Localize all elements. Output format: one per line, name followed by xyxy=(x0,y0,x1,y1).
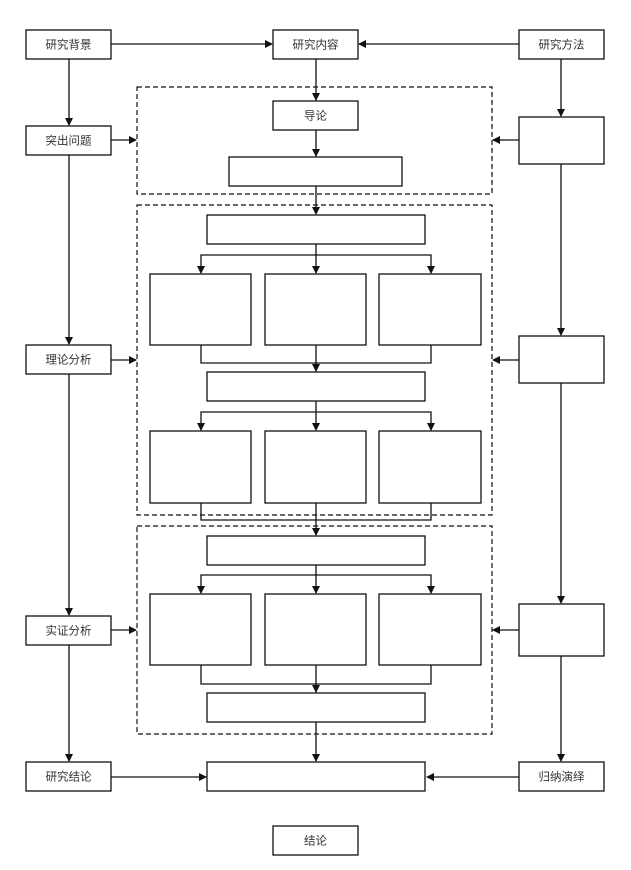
method-box-3 xyxy=(518,603,605,657)
node-label: 研究背景 xyxy=(46,38,92,52)
node-label: 研究方法 xyxy=(539,38,585,52)
theory-sub-box-3 xyxy=(378,273,482,346)
theory-sub-box-5 xyxy=(264,430,367,504)
node-label: 理论分析 xyxy=(46,353,92,367)
node-introduction: 导论 xyxy=(272,100,359,131)
intro-detail-box xyxy=(228,156,403,187)
connector xyxy=(197,254,316,274)
connector xyxy=(316,254,435,274)
node-label: 研究结论 xyxy=(46,770,92,784)
node-conclusion: 结论 xyxy=(272,825,359,856)
theory-sub-box-4 xyxy=(149,430,252,504)
node-label: 结论 xyxy=(304,834,327,848)
theory-sub-box-1 xyxy=(149,273,252,346)
node-induction-deduction: 归纳演绎 xyxy=(518,761,605,792)
theory-sub-box-6 xyxy=(378,430,482,504)
method-box-2 xyxy=(518,335,605,384)
empirical-footer-box xyxy=(206,692,426,723)
connector xyxy=(197,411,316,431)
empirical-sub-box-2 xyxy=(264,593,367,666)
node-research-content: 研究内容 xyxy=(272,29,359,60)
empirical-sub-box-3 xyxy=(378,593,482,666)
node-highlight-problem: 突出问题 xyxy=(25,125,112,156)
node-label: 归纳演绎 xyxy=(539,770,585,784)
theory-header-box xyxy=(206,214,426,245)
node-research-method: 研究方法 xyxy=(518,29,605,60)
connector xyxy=(316,411,435,431)
node-label: 导论 xyxy=(304,109,327,123)
connector xyxy=(316,574,435,594)
method-box-1 xyxy=(518,116,605,165)
node-label: 研究内容 xyxy=(293,38,339,52)
node-label: 突出问题 xyxy=(46,134,92,148)
node-research-background: 研究背景 xyxy=(25,29,112,60)
theory-middle-box xyxy=(206,371,426,402)
connector xyxy=(197,574,316,594)
empirical-sub-box-1 xyxy=(149,593,252,666)
node-research-conclusion: 研究结论 xyxy=(25,761,112,792)
node-empirical-analysis: 实证分析 xyxy=(25,615,112,646)
theory-sub-box-2 xyxy=(264,273,367,346)
node-label: 实证分析 xyxy=(46,624,92,638)
node-theory-analysis: 理论分析 xyxy=(25,344,112,375)
summary-box xyxy=(206,761,426,792)
empirical-header-box xyxy=(206,535,426,566)
theory-region xyxy=(136,204,493,516)
